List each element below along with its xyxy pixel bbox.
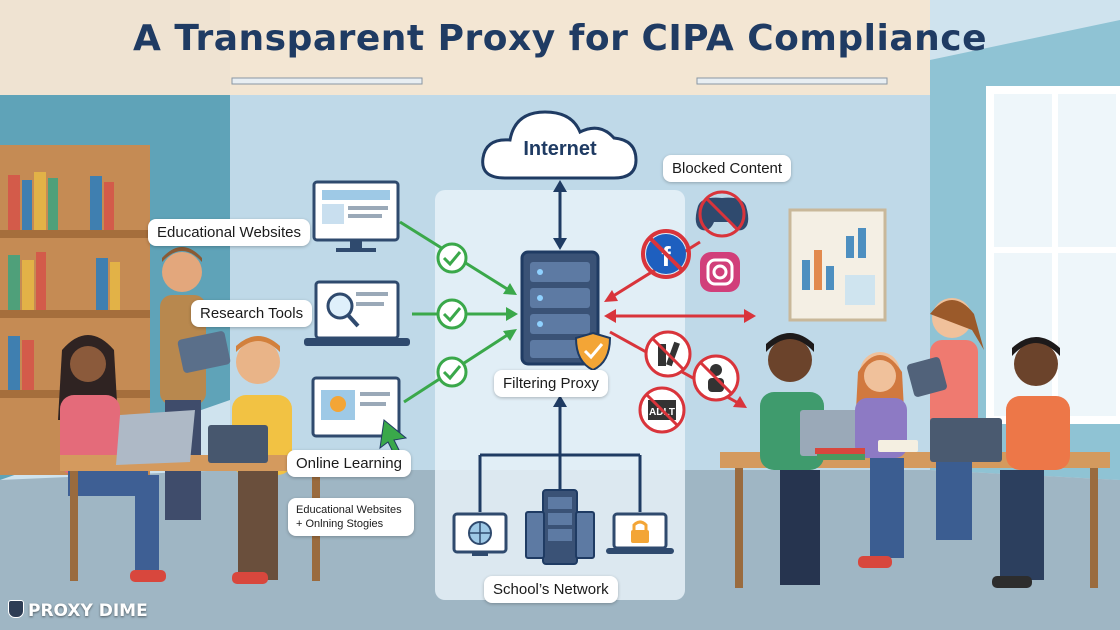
network-globe-computer-icon — [452, 512, 508, 556]
school-network-label: School’s Network — [484, 576, 618, 603]
instagram-icon — [700, 252, 740, 292]
note-label-line-1: Educational Websites — [296, 504, 402, 516]
filtering-proxy-label: Filtering Proxy — [494, 370, 608, 397]
books-stack — [815, 440, 918, 460]
note-label: Educational Websites + Onlning Stogies — [288, 498, 414, 536]
blocked-person-icon — [692, 354, 740, 402]
internet-cloud-icon — [481, 110, 638, 180]
monitor-website-icon — [312, 180, 400, 252]
window — [986, 86, 1120, 424]
brand-name: PROXY DIME — [28, 601, 148, 621]
brand-logo: PROXY DIME — [8, 600, 148, 621]
blocked-adult-text: ADLT — [649, 407, 675, 418]
blocked-weapons-icon — [644, 330, 692, 378]
internet-label: Internet — [523, 138, 597, 160]
blocked-facebook-icon: f — [641, 229, 691, 279]
wall-chart-poster — [788, 208, 887, 322]
network-locked-laptop-icon — [606, 512, 674, 554]
network-proxy-link — [553, 395, 567, 448]
allowed-item-label: Online Learning — [287, 450, 411, 477]
network-server-rack-icon — [525, 489, 595, 565]
page-title: A Transparent Proxy for CIPA Compliance — [132, 18, 988, 59]
blocked-content-label: Blocked Content — [663, 155, 792, 182]
note-label-line-2: + Onlning Stogies — [296, 518, 384, 530]
online-course-icon — [311, 376, 408, 455]
shield-logo-icon — [8, 600, 24, 618]
network-lines — [478, 448, 642, 512]
allowed-item-label: Research Tools — [191, 300, 313, 327]
student-glasses-figure — [760, 333, 870, 585]
blocked-adult-icon: ADLT — [638, 386, 686, 434]
laptop-magnifier-icon — [304, 280, 410, 346]
allowed-check-icons — [436, 242, 468, 388]
allowed-item-label: Educational Websites — [148, 219, 310, 246]
internet-proxy-link — [553, 180, 567, 250]
blocked-game-controller-icon — [695, 190, 749, 238]
student-orange-shirt-figure — [930, 337, 1070, 588]
filtering-proxy-server-icon — [520, 250, 600, 366]
